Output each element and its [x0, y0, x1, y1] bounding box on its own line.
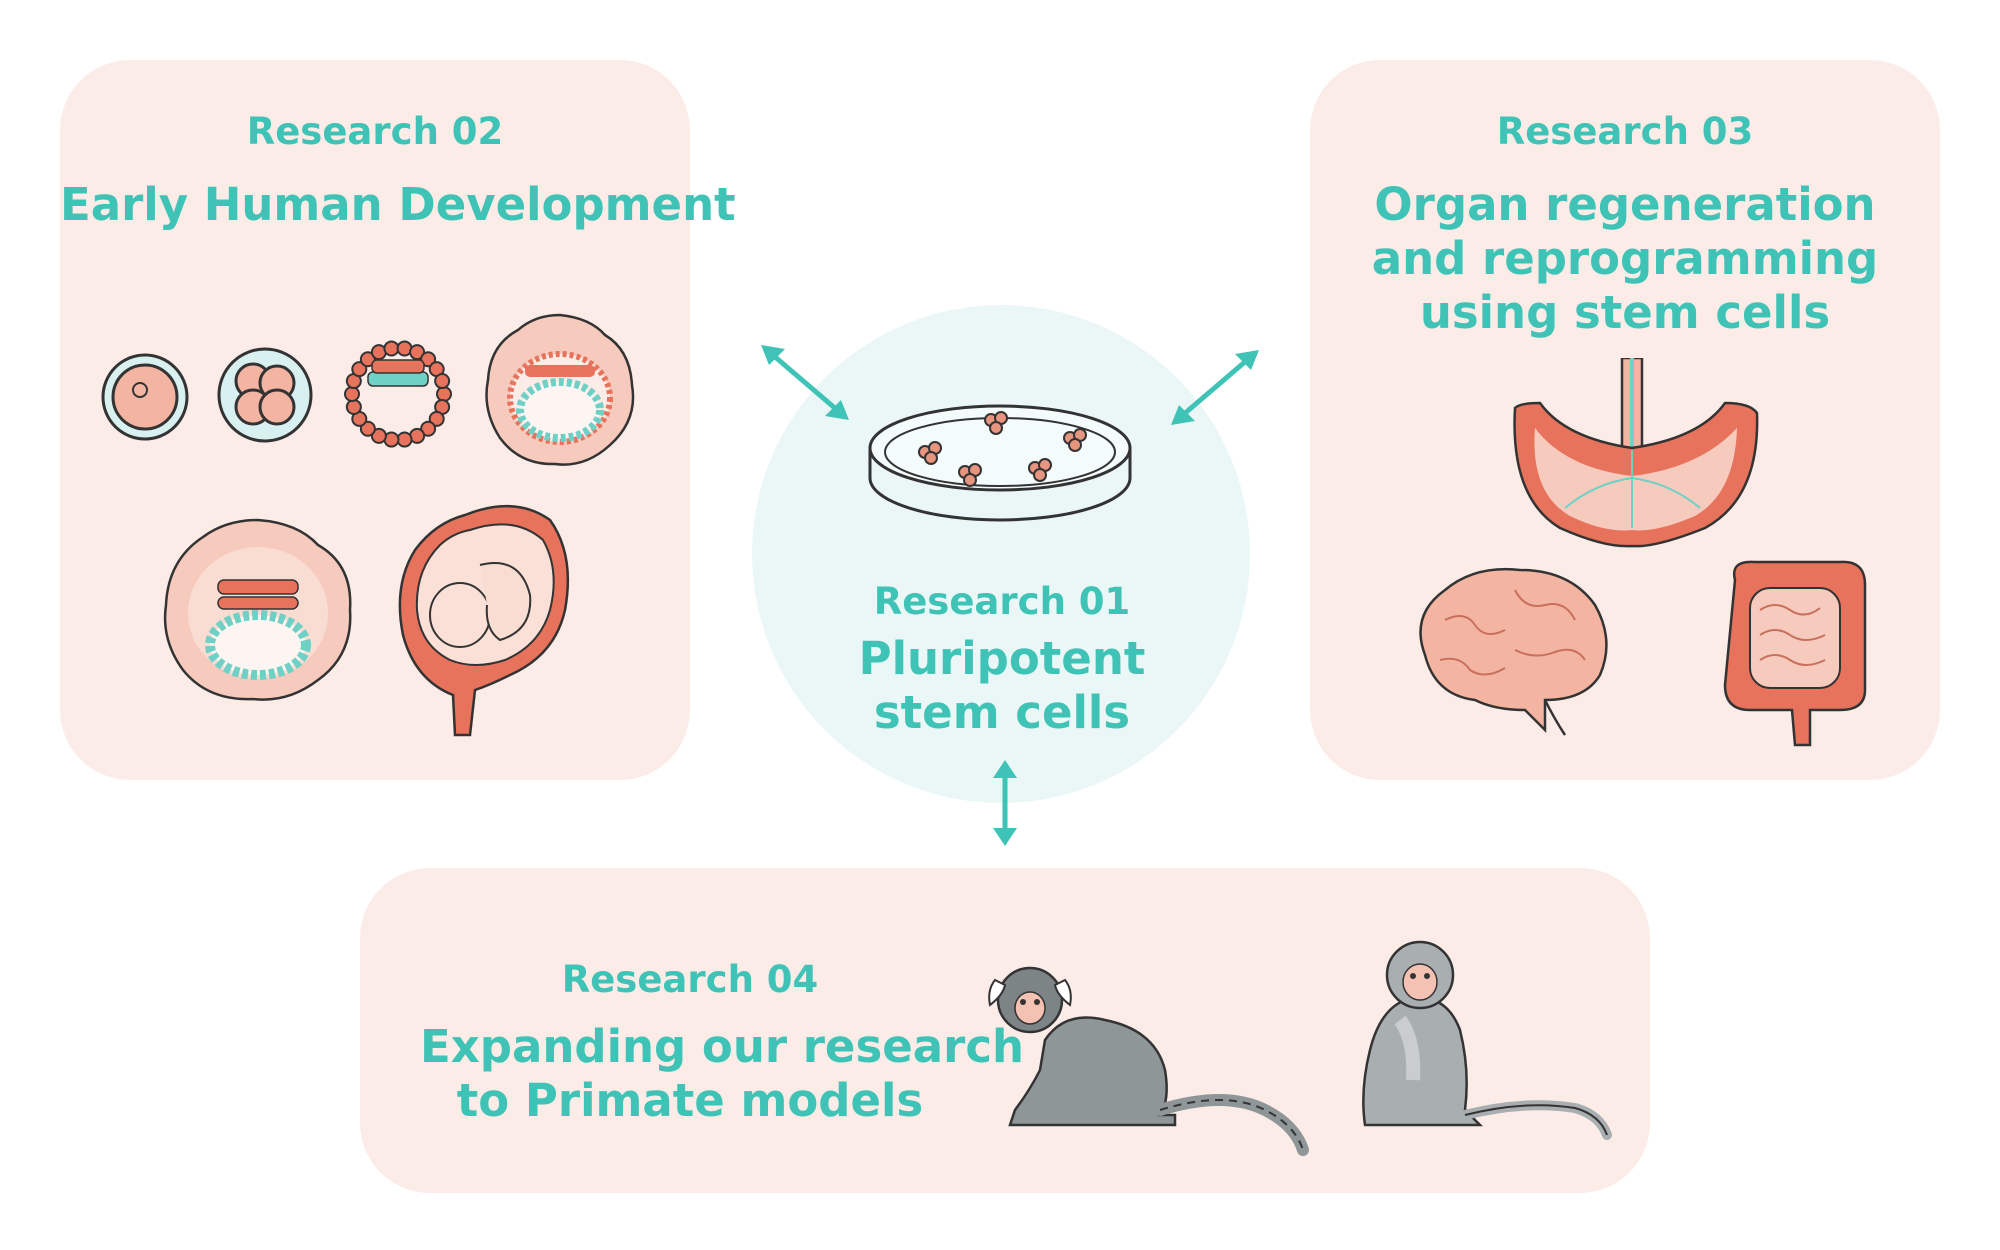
research-01-label: Research 01: [873, 580, 1131, 623]
stomach-icon: [1513, 358, 1759, 548]
research-03-label: Research 03: [1496, 110, 1754, 153]
research-04-title-line2: to Primate models: [456, 1074, 924, 1127]
research-02-title: Early Human Development: [60, 178, 736, 231]
petri-dish-icon: [868, 404, 1132, 522]
brain-icon: [1419, 567, 1608, 736]
blastocyst-cell: [436, 386, 452, 402]
blastocyst-cell: [434, 373, 451, 390]
intestine-icon: [1723, 560, 1867, 747]
double-arrow-icon: [993, 760, 1017, 846]
research-02-label: Research 02: [246, 110, 504, 153]
blastocyst-cell: [344, 386, 360, 402]
research-01-title-line1: Pluripotent: [858, 632, 1146, 685]
blastocyst-cell: [383, 340, 400, 357]
embryo-disc-icon: [163, 518, 352, 701]
blastocyst-cell: [409, 344, 426, 361]
blastocyst-cell: [359, 351, 376, 368]
research-04-label: Research 04: [561, 958, 819, 1001]
blastocyst-cell: [420, 420, 437, 437]
blastocyst-cell: [351, 361, 368, 378]
blastocyst-icon: [344, 340, 452, 448]
blastocyst-cell: [370, 427, 387, 444]
blastocyst-cell: [345, 398, 362, 415]
double-arrow-icon: [761, 345, 849, 420]
fetus-in-uterus-icon: [398, 504, 570, 737]
blastocyst-cell: [428, 410, 445, 427]
blastocyst-cell: [396, 431, 413, 448]
marmoset-icon: [988, 966, 1309, 1156]
research-03-title-line3: using stem cells: [1419, 286, 1831, 339]
research-01-title-line2: stem cells: [873, 686, 1131, 739]
macaque-icon: [1362, 940, 1612, 1140]
implanting-blastocyst-icon: [485, 313, 635, 466]
blastocyst-cell: [420, 351, 437, 368]
four-cell-embryo-icon: [217, 347, 313, 443]
center-circle-research-01: [752, 305, 1250, 803]
research-03-title-line2: and reprogramming: [1371, 232, 1879, 285]
research-03-title-line1: Organ regeneration: [1374, 178, 1876, 231]
double-arrow-icon: [1171, 350, 1259, 425]
blastocyst-cell: [359, 420, 376, 437]
zygote-icon: [101, 353, 189, 441]
research-04-title-line1: Expanding our research: [420, 1020, 1025, 1073]
